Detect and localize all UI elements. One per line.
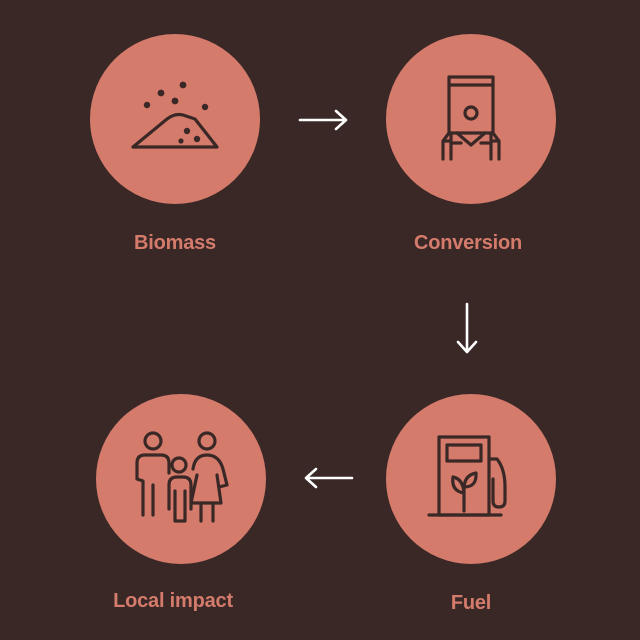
local-impact-node xyxy=(96,394,266,564)
conversion-node xyxy=(386,34,556,204)
biomass-node xyxy=(90,34,260,204)
reactor-tank-icon xyxy=(441,75,501,161)
conversion-label: Conversion xyxy=(413,232,523,254)
family-icon xyxy=(135,431,229,523)
local-impact-label: Local impact xyxy=(113,590,233,612)
fuel-node xyxy=(386,394,556,564)
arrow-down-icon xyxy=(456,302,478,354)
arrow-left-icon xyxy=(304,467,354,489)
arrow-right-icon xyxy=(298,109,348,131)
biomass-pile-icon xyxy=(131,81,219,149)
fuel-pump-leaf-icon xyxy=(427,435,507,517)
fuel-label: Fuel xyxy=(450,592,492,614)
biomass-label: Biomass xyxy=(134,232,216,254)
